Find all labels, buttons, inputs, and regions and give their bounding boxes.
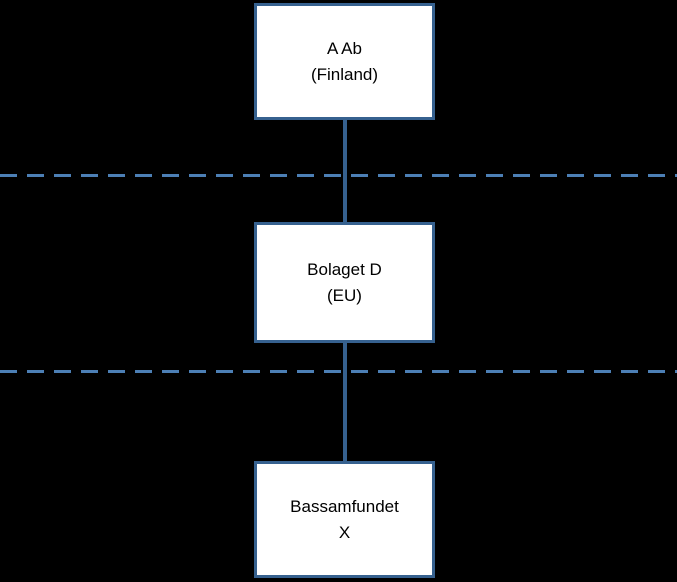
connector-bolaget-d-to-bassamfundet-x — [343, 343, 347, 461]
node-label-line: (Finland) — [310, 64, 379, 84]
node-label-line: Bolaget D — [307, 259, 382, 279]
jurisdiction-boundary-dashed-line-lower — [0, 370, 677, 373]
connector-a-ab-to-bolaget-d — [343, 120, 347, 222]
node-label-line: Bassamfundet — [290, 496, 399, 516]
node-bassamfundet-x: Bassamfundet X — [254, 461, 435, 578]
node-label-line: A Ab — [327, 38, 362, 58]
node-a-ab-finland: A Ab (Finland) — [254, 3, 435, 120]
jurisdiction-boundary-dashed-line-upper — [0, 174, 677, 177]
node-label-line: X — [338, 522, 351, 542]
node-bolaget-d-eu: Bolaget D (EU) — [254, 222, 435, 343]
node-label-line: (EU) — [327, 285, 362, 305]
